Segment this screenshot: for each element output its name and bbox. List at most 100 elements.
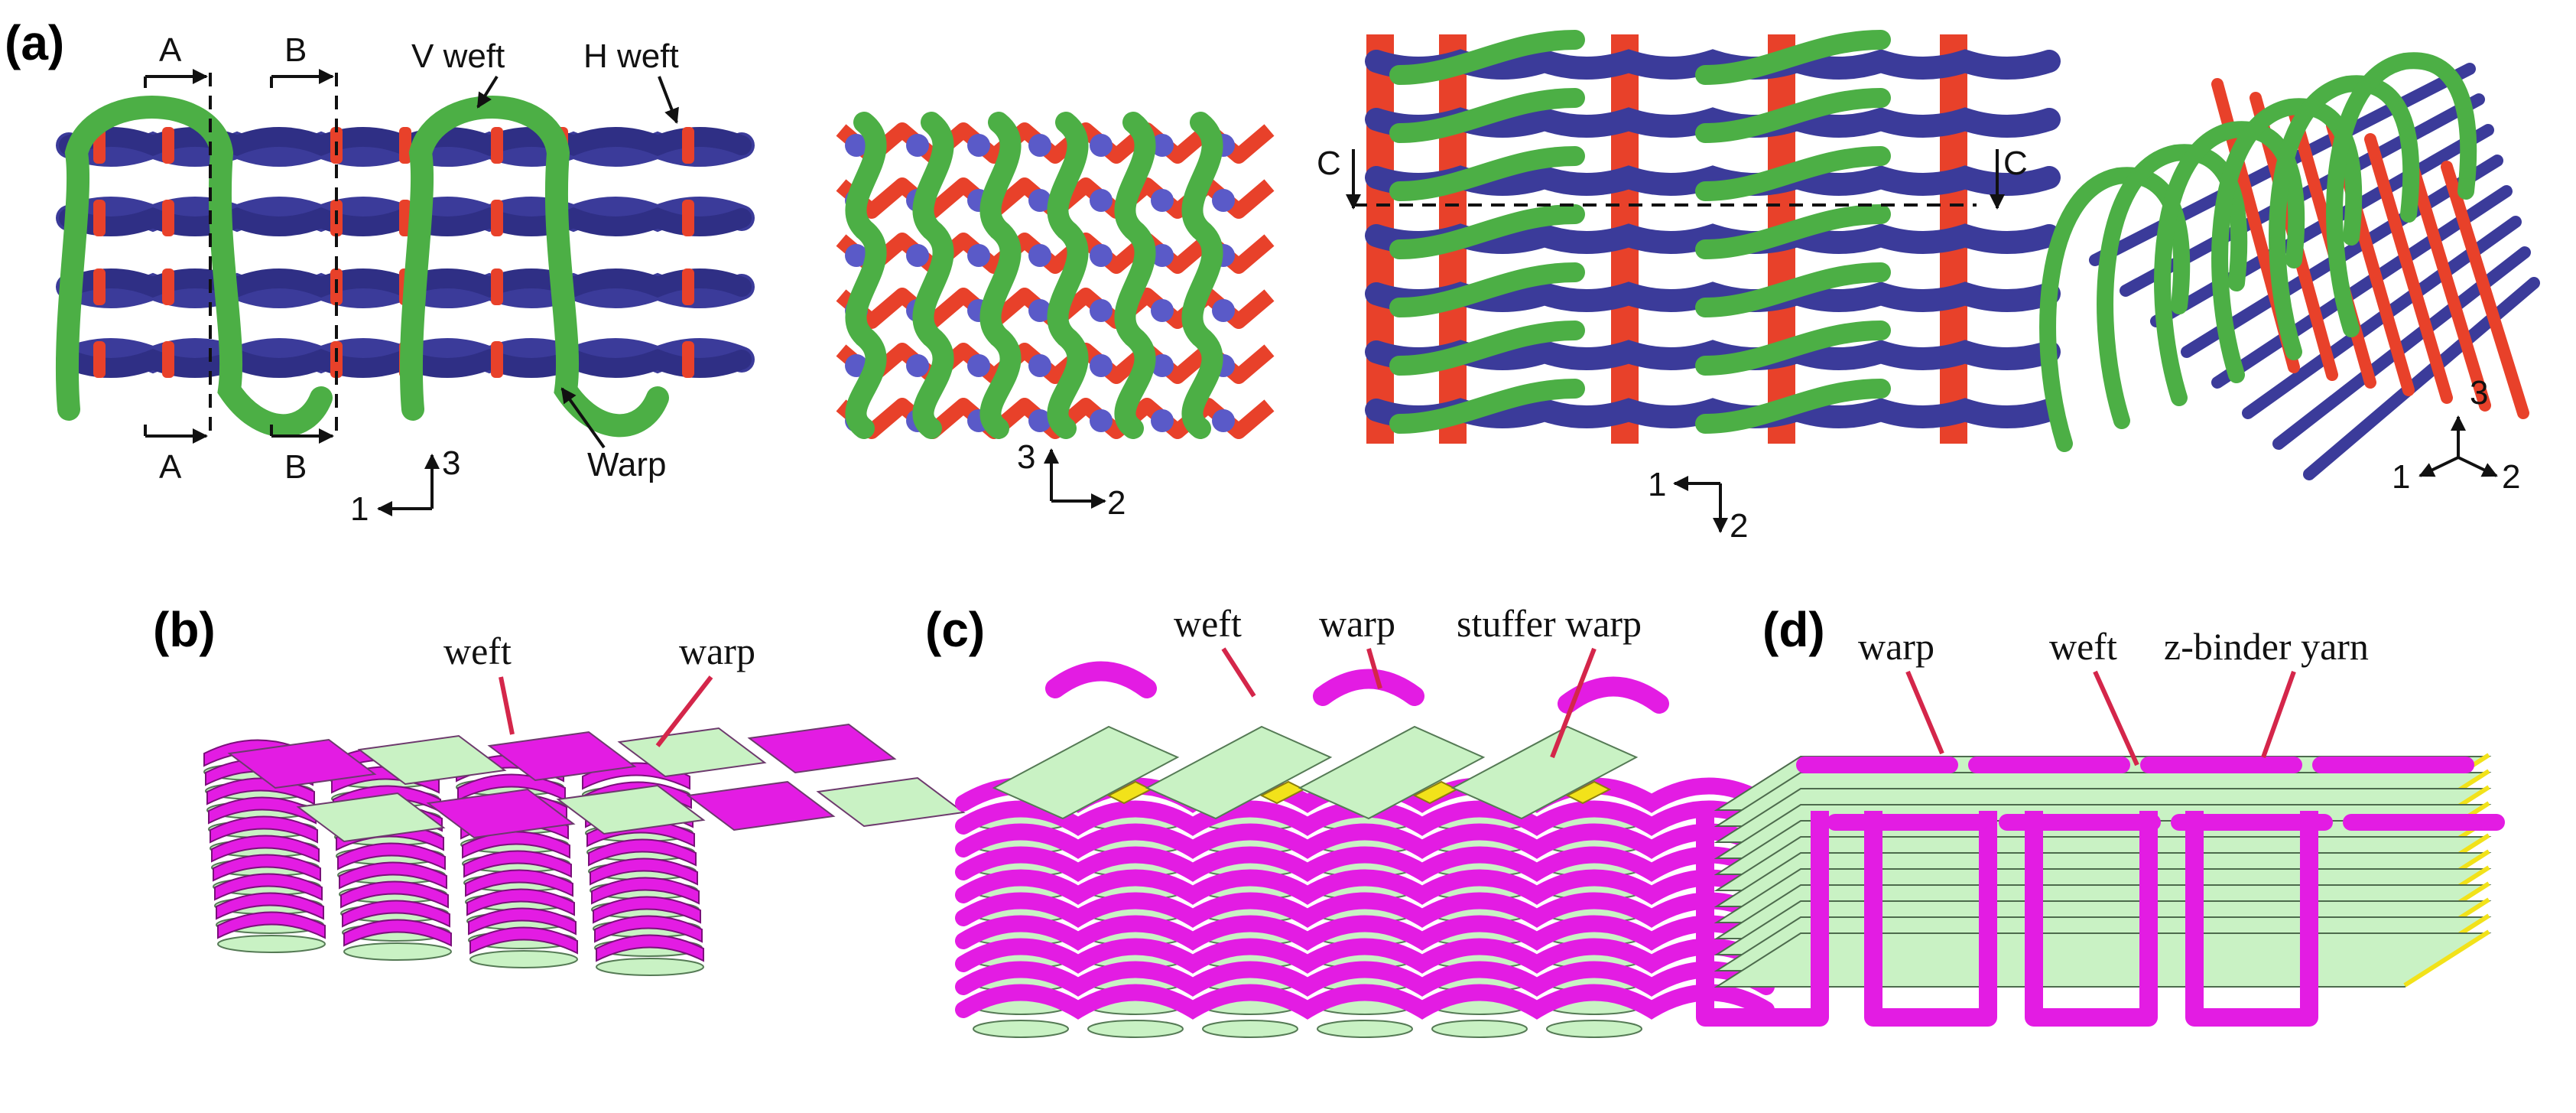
warp-tow: [469, 926, 578, 955]
warp-yarn: [1212, 409, 1235, 432]
iso-weave: [2039, 52, 2540, 480]
warp-tow: [594, 915, 703, 943]
leader-z-binder-yarn: [2261, 670, 2296, 759]
v-weft-yarn: [1389, 204, 1585, 259]
v-weft-yarn: [2326, 52, 2477, 337]
warp-yarn: [906, 134, 929, 157]
h-weft-yarn: [399, 127, 411, 164]
label-weft: weft: [443, 630, 512, 672]
warp-yarn: [1090, 299, 1113, 322]
warp-tow: [340, 880, 449, 909]
v-weft-yarn: [979, 112, 1022, 439]
warp-tow: [468, 907, 577, 936]
top-tow: [357, 734, 507, 786]
top-tow: [617, 727, 767, 778]
weft-layer: [1714, 932, 2492, 988]
warp-tow: [216, 892, 324, 920]
section-mark-a-top: A: [159, 31, 182, 69]
warp-yarn: [906, 354, 929, 377]
v-weft-yarn: [1695, 262, 1891, 317]
warp-yarn: [955, 938, 1775, 974]
warp-tow: [588, 838, 697, 867]
warp-yarn: [1090, 354, 1113, 377]
warp-yarn: [845, 134, 868, 157]
h-weft-yarn: [682, 268, 694, 305]
section-mark-b-bottom: B: [284, 448, 307, 486]
section-mark-a-bottom: A: [159, 448, 182, 486]
label-stuffer-warp: stuffer warp: [1457, 602, 1642, 645]
warp-yarn: [967, 354, 990, 377]
weft-tow: [596, 958, 704, 976]
leader-weft: [499, 676, 515, 735]
warp-tow: [593, 896, 701, 924]
warp-tow: [213, 854, 321, 882]
label-v-weft: V weft: [411, 37, 505, 75]
weft-tow: [1450, 725, 1639, 820]
weft-tow: [1087, 1020, 1184, 1038]
v-weft-yarn: [2211, 98, 2363, 383]
warp-yarn: [1313, 669, 1424, 706]
h-weft-yarn: [162, 127, 174, 164]
warp-yarn: [1028, 299, 1051, 322]
v-weft-yarn: [1389, 262, 1585, 317]
leader-weft: [2093, 670, 2139, 766]
warp-tow: [596, 934, 704, 962]
warp-yarn: [845, 244, 868, 267]
v-weft-yarn: [1695, 321, 1891, 376]
panel-d-weave: [1696, 753, 2505, 1027]
axis-label-3: 3: [442, 444, 460, 482]
label-warp: Warp: [587, 446, 667, 483]
warp-yarn: [1090, 409, 1113, 432]
h-weft-yarn: [491, 341, 503, 378]
panel-a-top-view: C C 1 2: [1317, 30, 2061, 545]
top-tow: [487, 731, 637, 782]
axis-arrow-1: [2418, 456, 2459, 477]
label-warp: warp: [1858, 625, 1934, 668]
warp-yarn: [1028, 354, 1051, 377]
warp-tow: [211, 835, 320, 863]
axis-arrow-2: [2457, 456, 2498, 477]
warp-yarn: [1212, 299, 1235, 322]
h-weft-yarn: [491, 200, 503, 236]
warp-tow: [337, 842, 446, 871]
weft-tow: [1546, 1020, 1642, 1038]
warp-yarn: [955, 984, 1775, 1020]
warp-yarn: [967, 134, 990, 157]
weft-tow: [1298, 725, 1486, 820]
v-weft-yarn: [1695, 30, 1891, 85]
warp-yarn: [1028, 244, 1051, 267]
warp-yarn: [1090, 189, 1113, 212]
section-mark-c-left: C: [1317, 145, 1341, 182]
warp-tow: [339, 861, 447, 890]
axis-label-2: 2: [1730, 507, 1748, 545]
warp-yarn: [967, 244, 990, 267]
leader-warp: [655, 675, 713, 747]
top-tow: [426, 788, 576, 839]
panel-b: (b) weft warp: [153, 602, 966, 976]
weft-tow: [973, 1020, 1069, 1038]
v-weft-yarn: [1114, 112, 1156, 439]
panel-label-b: (b): [153, 602, 216, 657]
label-weft: weft: [1174, 602, 1242, 645]
h-weft-yarn: [93, 200, 106, 236]
h-weft-yarn: [2402, 147, 2491, 412]
v-weft-yarn: [1389, 30, 1585, 85]
axis-label-1: 1: [1648, 466, 1666, 503]
v-weft-yarn: [1695, 379, 1891, 434]
h-weft-yarn: [162, 341, 174, 378]
warp-yarn: [955, 869, 1775, 905]
panel-b-weave: [203, 723, 966, 976]
h-weft-yarn: [93, 268, 106, 305]
warp-edge: [2403, 929, 2490, 988]
warp-tow: [342, 900, 450, 928]
axis-label-1: 1: [350, 490, 369, 528]
v-weft-yarn: [1389, 379, 1585, 434]
warp-yarn: [1151, 244, 1174, 267]
leader-v-weft: [476, 75, 499, 109]
warp-tow: [217, 911, 326, 939]
weft-tow: [469, 950, 578, 968]
weft-tow: [1202, 1020, 1298, 1038]
z-binder-yarn: [1696, 811, 1829, 1027]
v-weft-yarn: [1047, 112, 1089, 439]
